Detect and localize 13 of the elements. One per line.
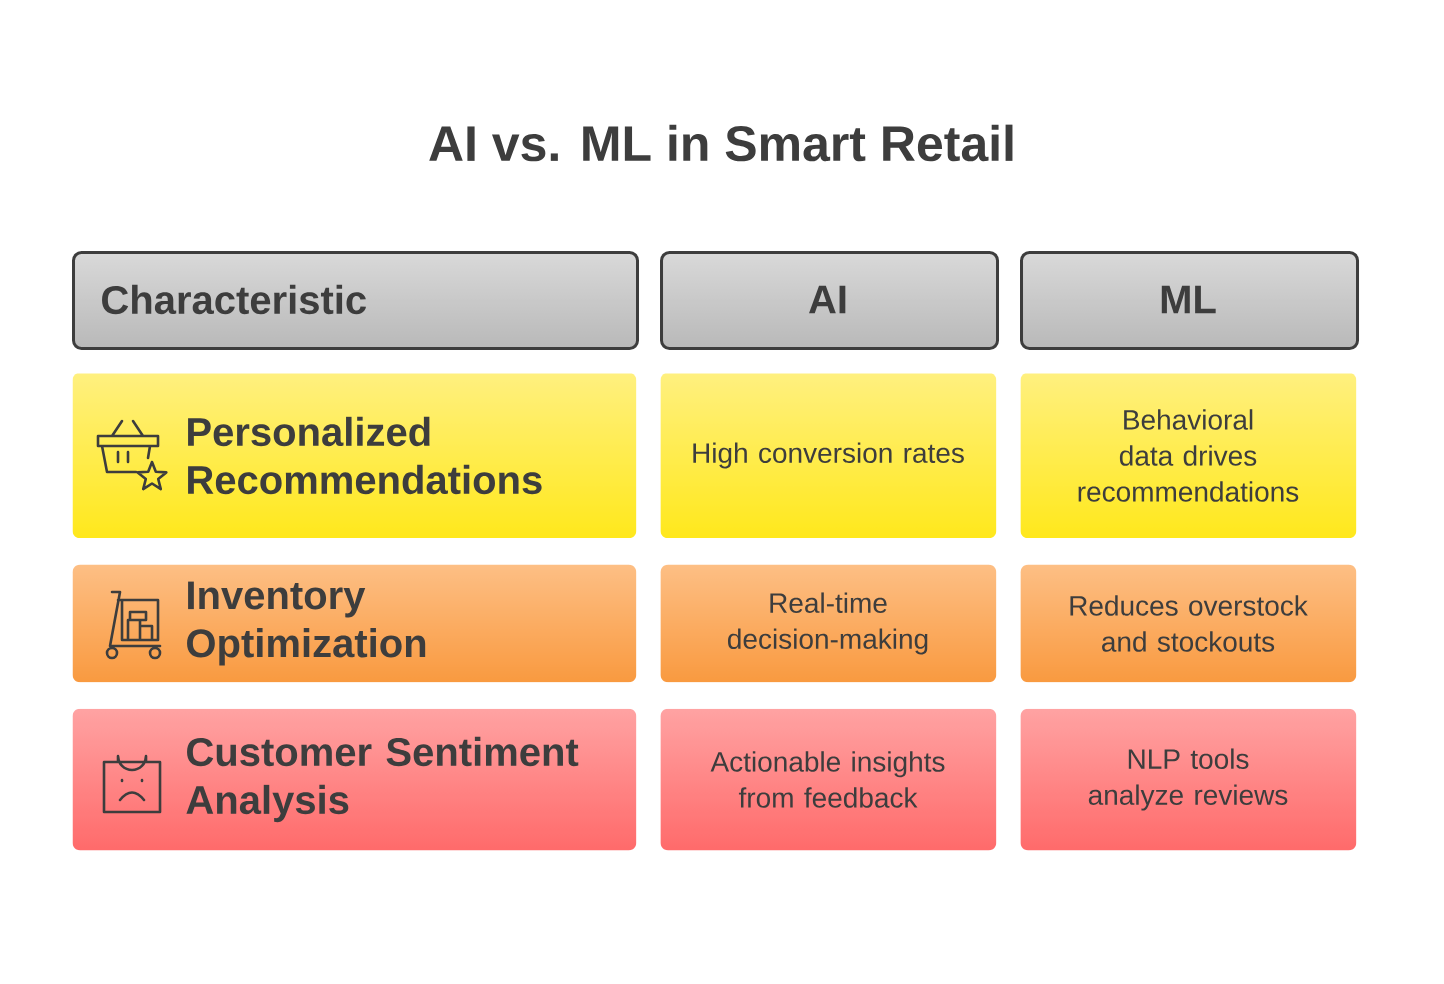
table-cell: Behavioral data drives recommendations bbox=[1078, 409, 1299, 502]
header-cell: Characteristic bbox=[72, 251, 639, 350]
title: AI vs. ML in Smart Retail bbox=[429, 124, 1013, 162]
table-cell: Reduces overstock and stockouts bbox=[1070, 595, 1308, 652]
header-cell: AI bbox=[660, 251, 999, 350]
table-cell: Actionable insights from feedback bbox=[710, 751, 945, 808]
header-cell: ML bbox=[1020, 251, 1359, 350]
table-cell: Real-time decision-making bbox=[728, 592, 928, 655]
table-cell: Inventory Optimization bbox=[187, 581, 426, 666]
table-cell: Customer Sentiment Analysis bbox=[186, 736, 579, 823]
table-cell: High conversion rates bbox=[693, 442, 964, 469]
table-cell: NLP tools analyze reviews bbox=[1088, 748, 1288, 811]
table-cell: Personalized Recommendations bbox=[188, 416, 542, 495]
